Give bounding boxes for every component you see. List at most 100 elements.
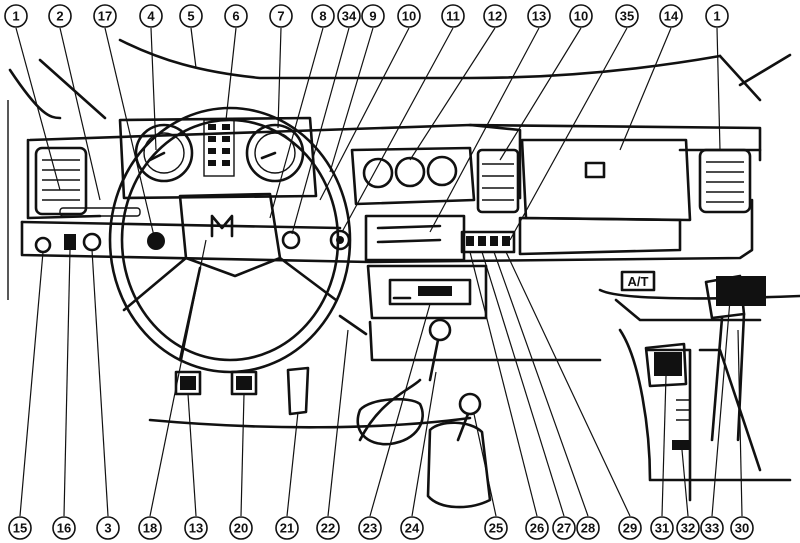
callout-number: 1 — [12, 9, 19, 24]
left-switches — [34, 229, 351, 254]
callout-top-1-right: 1 — [705, 4, 729, 28]
callout-number: 11 — [446, 9, 460, 24]
callout-number: 25 — [489, 521, 503, 536]
callout-number: 30 — [735, 521, 749, 536]
callout-circle — [96, 516, 120, 540]
callout-number: 3 — [104, 521, 111, 536]
callout-number: 29 — [623, 521, 637, 536]
callout-number: 6 — [232, 9, 239, 24]
callout-top-35: 35 — [615, 4, 639, 28]
callout-bot-21: 21 — [275, 516, 299, 540]
callout-bot-29: 29 — [618, 516, 642, 540]
callout-number: 21 — [280, 521, 294, 536]
callout-circle — [400, 516, 424, 540]
center-gauges — [350, 146, 476, 206]
callout-bot-33: 33 — [700, 516, 724, 540]
callout-top-4: 4 — [139, 4, 163, 28]
callout-circle — [48, 4, 72, 28]
callout-circle — [615, 4, 639, 28]
callout-bot-13: 13 — [184, 516, 208, 540]
callout-top-6: 6 — [224, 4, 248, 28]
callout-circle — [138, 516, 162, 540]
callout-circle — [650, 516, 674, 540]
callout-number: 13 — [532, 9, 546, 24]
callout-bot-31: 31 — [650, 516, 674, 540]
callout-top-7: 7 — [269, 4, 293, 28]
callout-number: 15 — [13, 521, 27, 536]
callout-circle — [8, 516, 32, 540]
callout-number: 12 — [488, 9, 502, 24]
callout-number: 35 — [620, 9, 634, 24]
instrument-cluster — [118, 116, 318, 200]
callout-circle — [139, 4, 163, 28]
callout-number: 13 — [189, 521, 203, 536]
callout-bot-30: 30 — [730, 516, 754, 540]
at-panel-label: A/T — [628, 274, 649, 289]
callout-top-2: 2 — [48, 4, 72, 28]
callout-circle — [311, 4, 335, 28]
callout-circle — [269, 4, 293, 28]
callout-top-11: 11 — [441, 4, 465, 28]
callout-number: 31 — [655, 521, 669, 536]
callout-top-12: 12 — [483, 4, 507, 28]
callout-circle — [527, 4, 551, 28]
callout-circle — [483, 4, 507, 28]
callout-circle — [224, 4, 248, 28]
callout-circle — [676, 516, 700, 540]
callout-circle — [700, 516, 724, 540]
leader-lines — [15, 27, 743, 517]
callout-circle — [569, 4, 593, 28]
pedals — [174, 366, 310, 416]
callout-circle — [525, 516, 549, 540]
floor-console — [148, 318, 602, 509]
callout-number: 22 — [321, 521, 335, 536]
callout-circle — [184, 516, 208, 540]
callout-bot-3: 3 — [96, 516, 120, 540]
callout-circle — [441, 4, 465, 28]
callout-circle — [361, 4, 385, 28]
callout-circle — [275, 516, 299, 540]
callout-top-10-a: 10 — [397, 4, 421, 28]
callout-circle — [659, 4, 683, 28]
callout-number: 1 — [713, 9, 720, 24]
heater-controls — [364, 214, 516, 262]
callout-number: 2 — [56, 9, 63, 24]
callout-number: 20 — [234, 521, 248, 536]
callout-top-8: 8 — [311, 4, 335, 28]
callout-top-13: 13 — [527, 4, 551, 28]
callout-circle — [705, 4, 729, 28]
callout-number: 4 — [147, 9, 155, 24]
callout-number: 10 — [574, 9, 588, 24]
callout-bot-18: 18 — [138, 516, 162, 540]
callout-circle — [552, 516, 576, 540]
callout-number: 34 — [342, 9, 357, 24]
callout-number: 14 — [664, 9, 679, 24]
callout-bot-32: 32 — [676, 516, 700, 540]
callout-bot-24: 24 — [400, 516, 424, 540]
callout-bot-15: 15 — [8, 516, 32, 540]
callout-top-1-left: 1 — [4, 4, 28, 28]
callout-circle — [576, 516, 600, 540]
callout-number: 28 — [581, 521, 595, 536]
callout-circle — [618, 516, 642, 540]
callout-bot-26: 26 — [525, 516, 549, 540]
callout-number: 33 — [705, 521, 719, 536]
callout-circle — [93, 4, 117, 28]
callout-circle — [179, 4, 203, 28]
callout-circle — [484, 516, 508, 540]
callout-number: 8 — [319, 9, 326, 24]
callout-bot-25: 25 — [484, 516, 508, 540]
callout-top-14: 14 — [659, 4, 683, 28]
callout-bot-27: 27 — [552, 516, 576, 540]
callout-circle — [337, 4, 361, 28]
callout-top-9: 9 — [361, 4, 385, 28]
callout-circle — [397, 4, 421, 28]
radio — [366, 264, 488, 320]
callout-number: 18 — [143, 521, 157, 536]
callout-number: 27 — [557, 521, 571, 536]
callout-number: 16 — [57, 521, 71, 536]
callout-bot-23: 23 — [358, 516, 382, 540]
